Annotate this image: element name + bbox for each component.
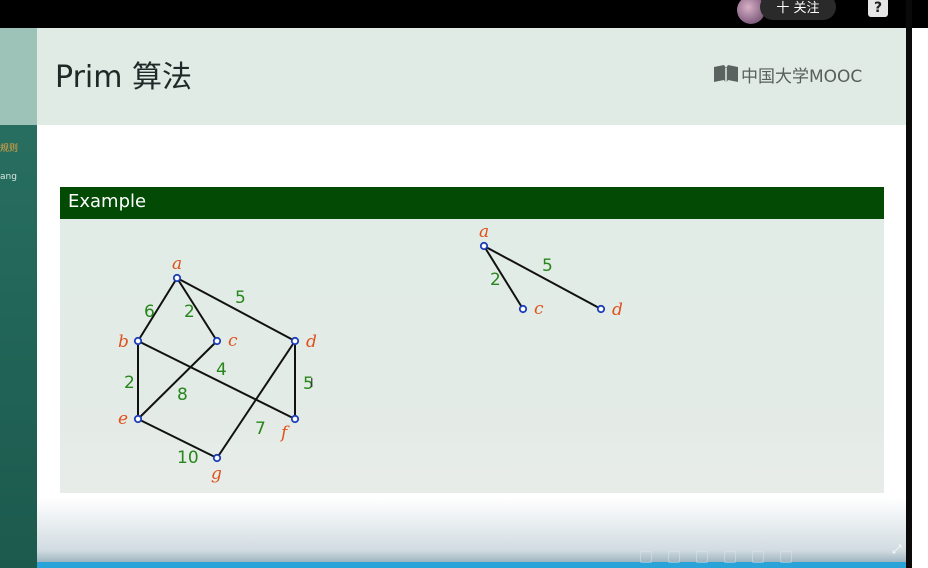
slide: Prim 算法 中国大学MOOC Example 6 2 5 4 2 8 5 7 10 a b c d e…	[37, 28, 906, 568]
text-cursor-icon: I	[310, 376, 314, 390]
edge-weight-label: 5	[303, 374, 314, 394]
sidebar-item-label[interactable]: ang	[0, 172, 17, 182]
node-g	[212, 453, 222, 463]
page-title: Prim 算法	[55, 60, 192, 95]
edge-weight-label: 6	[144, 302, 155, 322]
follow-button[interactable]: 十 关注	[760, 0, 836, 20]
node-label-e: e	[118, 409, 128, 429]
sidebar-item-label[interactable]: 规则	[0, 144, 19, 154]
edge-a-b	[137, 277, 178, 342]
fullscreen-icon[interactable]: ⤢	[892, 542, 902, 556]
edge-a-d	[483, 245, 602, 310]
node-e	[133, 414, 143, 424]
node-c	[518, 304, 528, 314]
node-label-c: c	[228, 331, 238, 351]
slide-header: Prim 算法 中国大学MOOC	[37, 28, 906, 125]
edge-weight-label: 7	[255, 419, 266, 439]
graph-diagram: 6 2 5 4 2 8 5 7 10 a b c d e f g 2 5 a c dI	[118, 222, 623, 484]
example-title: Example	[68, 191, 147, 212]
help-icon[interactable]: ?	[868, 0, 888, 17]
progress-fill	[37, 562, 906, 568]
edge-weight-label: 5	[235, 288, 246, 308]
edge-d-g	[216, 340, 296, 459]
node-label-a: a	[479, 222, 489, 242]
node-label-d: d	[612, 300, 623, 320]
edge-weight-label: 2	[490, 270, 501, 290]
node-d	[596, 304, 606, 314]
quality-icon[interactable]	[696, 551, 708, 563]
sidebar: 规则 ang	[0, 28, 37, 568]
node-label-d: d	[306, 332, 317, 352]
node-label-c: c	[534, 299, 544, 319]
edge-weight-label: 8	[177, 385, 188, 405]
logo-text: 中国大学MOOC	[741, 66, 863, 87]
graph: 2 5 a c d	[479, 222, 623, 320]
edge-weight-label: 2	[124, 373, 135, 393]
node-a	[479, 241, 489, 251]
graph: 6 2 5 4 2 8 5 7 10 a b c d e f g	[118, 254, 317, 484]
node-label-f: f	[279, 423, 290, 443]
edge-weight-label: 2	[184, 302, 195, 322]
example-title-bar: Example	[60, 187, 884, 219]
node-label-g: g	[211, 464, 222, 484]
edge-b-f	[137, 340, 296, 420]
edge-a-c	[176, 277, 218, 342]
edge-weight-label: 10	[177, 448, 199, 468]
edge-a-d	[176, 277, 296, 342]
subtitle-icon[interactable]	[640, 551, 652, 563]
progress-bar[interactable]	[37, 562, 906, 568]
node-d	[290, 336, 300, 346]
node-c	[212, 336, 222, 346]
edge-weight-label: 5	[542, 256, 553, 276]
node-label-a: a	[172, 254, 182, 274]
pip-icon[interactable]	[780, 551, 792, 563]
settings-icon[interactable]	[724, 551, 736, 563]
right-edge	[906, 0, 912, 568]
book-icon	[714, 65, 738, 83]
edge-a-c	[483, 245, 524, 310]
node-f	[290, 414, 300, 424]
logo: 中国大学MOOC	[713, 62, 863, 87]
node-b	[133, 336, 143, 346]
node-a	[172, 273, 182, 283]
player-controls	[640, 551, 792, 565]
speed-icon[interactable]	[668, 551, 680, 563]
edge-c-e	[137, 340, 218, 420]
edge-weight-label: 4	[216, 360, 227, 380]
player-overlay	[37, 498, 906, 568]
volume-icon[interactable]	[752, 551, 764, 563]
top-bar: 十 关注 ?	[0, 0, 928, 28]
sidebar-header	[0, 28, 37, 125]
node-label-b: b	[118, 332, 129, 352]
edge-e-g	[137, 418, 218, 459]
